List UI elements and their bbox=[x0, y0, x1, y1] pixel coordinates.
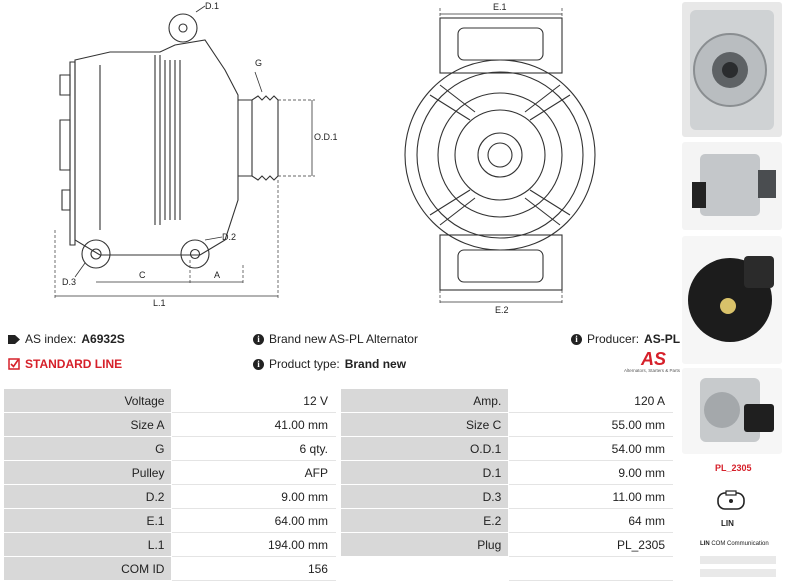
spec-label: D.3 bbox=[339, 484, 510, 509]
spec-label: Plug bbox=[339, 532, 510, 557]
logo-text: AS bbox=[640, 349, 666, 369]
info-icon: i bbox=[571, 333, 582, 345]
label-d3: D.3 bbox=[62, 277, 76, 287]
label-g: G bbox=[255, 58, 262, 68]
comm-code: LIN bbox=[700, 541, 710, 547]
product-type: i Product type: Brand new bbox=[253, 357, 406, 371]
brand-info: i Brand new AS-PL Alternator bbox=[253, 332, 418, 346]
divider-bar bbox=[700, 556, 776, 564]
spec-label: Voltage bbox=[2, 388, 173, 413]
checkbox-icon bbox=[8, 358, 20, 370]
spec-value: 11.00 mm bbox=[508, 484, 673, 509]
spec-value: 54.00 mm bbox=[508, 436, 673, 461]
tag-icon bbox=[8, 334, 20, 344]
label-a: A bbox=[214, 270, 220, 280]
as-index: AS index: A6932S bbox=[8, 332, 125, 346]
divider-bar bbox=[700, 569, 776, 577]
as-index-label: AS index: bbox=[25, 332, 77, 346]
spec-value: 120 A bbox=[508, 388, 673, 413]
spec-value: 9.00 mm bbox=[508, 460, 673, 485]
spec-label: COM ID bbox=[2, 556, 173, 581]
product-photo-angle bbox=[682, 368, 782, 454]
spec-label: D.1 bbox=[339, 460, 510, 485]
producer-info: i Producer: AS-PL bbox=[571, 332, 680, 346]
spec-value: 41.00 mm bbox=[171, 412, 336, 437]
label-c: C bbox=[139, 270, 146, 280]
comm-label: COM Communication bbox=[711, 541, 769, 547]
spec-label: E.1 bbox=[2, 508, 173, 533]
spec-value: 64.00 mm bbox=[171, 508, 336, 533]
spec-value bbox=[508, 556, 673, 581]
as-index-value: A6932S bbox=[81, 332, 125, 346]
product-type-value: Brand new bbox=[344, 357, 407, 371]
label-d1: D.1 bbox=[205, 1, 219, 11]
product-type-label: Product type: bbox=[269, 357, 340, 371]
standard-line: STANDARD LINE bbox=[8, 357, 122, 371]
spec-value: 6 qty. bbox=[171, 436, 336, 461]
spec-value: 55.00 mm bbox=[508, 412, 673, 437]
label-d2: D.2 bbox=[222, 232, 236, 242]
spec-label: Amp. bbox=[339, 388, 510, 413]
spec-label: Pulley bbox=[2, 460, 173, 485]
spec-value: AFP bbox=[171, 460, 336, 485]
product-photo-side bbox=[682, 142, 782, 230]
label-e2: E.2 bbox=[495, 305, 509, 315]
plug-code: PL_2305 bbox=[715, 463, 752, 473]
spec-label: D.2 bbox=[2, 484, 173, 509]
spec-label: Size A bbox=[2, 412, 173, 437]
label-l1: L.1 bbox=[153, 298, 166, 308]
spec-value: 64 mm bbox=[508, 508, 673, 533]
info-icon: i bbox=[253, 358, 264, 370]
spec-value: 9.00 mm bbox=[171, 484, 336, 509]
product-photo-front bbox=[682, 2, 782, 137]
spec-label: O.D.1 bbox=[339, 436, 510, 461]
spec-label: G bbox=[2, 436, 173, 461]
spec-value: 12 V bbox=[171, 388, 336, 413]
logo-tagline: Alternators, Starters & Parts bbox=[623, 368, 680, 373]
spec-value: 156 bbox=[171, 556, 336, 581]
plug-connector-icon bbox=[717, 490, 745, 510]
spec-value: 194.00 mm bbox=[171, 532, 336, 557]
spec-label: E.2 bbox=[339, 508, 510, 533]
spec-value: PL_2305 bbox=[508, 532, 673, 557]
plug-pin-label: LIN bbox=[721, 519, 734, 528]
label-od1: O.D.1 bbox=[314, 132, 338, 142]
spec-label: L.1 bbox=[2, 532, 173, 557]
communication-info: LIN COM Communication bbox=[700, 541, 769, 547]
as-pl-logo: AS Alternators, Starters & Parts bbox=[610, 350, 680, 373]
brand-text: Brand new AS-PL Alternator bbox=[269, 332, 418, 346]
label-e1: E.1 bbox=[493, 2, 507, 12]
spec-label bbox=[339, 556, 510, 581]
producer-label: Producer: bbox=[587, 332, 640, 346]
standard-line-label: STANDARD LINE bbox=[25, 357, 123, 371]
info-icon: i bbox=[253, 333, 264, 345]
product-photo-rear bbox=[682, 236, 782, 364]
producer-value: AS-PL bbox=[644, 332, 681, 346]
technical-drawing: D.1 G O.D.1 D.2 D.3 C A L.1 E.1 E.2 bbox=[54, 1, 596, 315]
spec-label: Size C bbox=[339, 412, 510, 437]
